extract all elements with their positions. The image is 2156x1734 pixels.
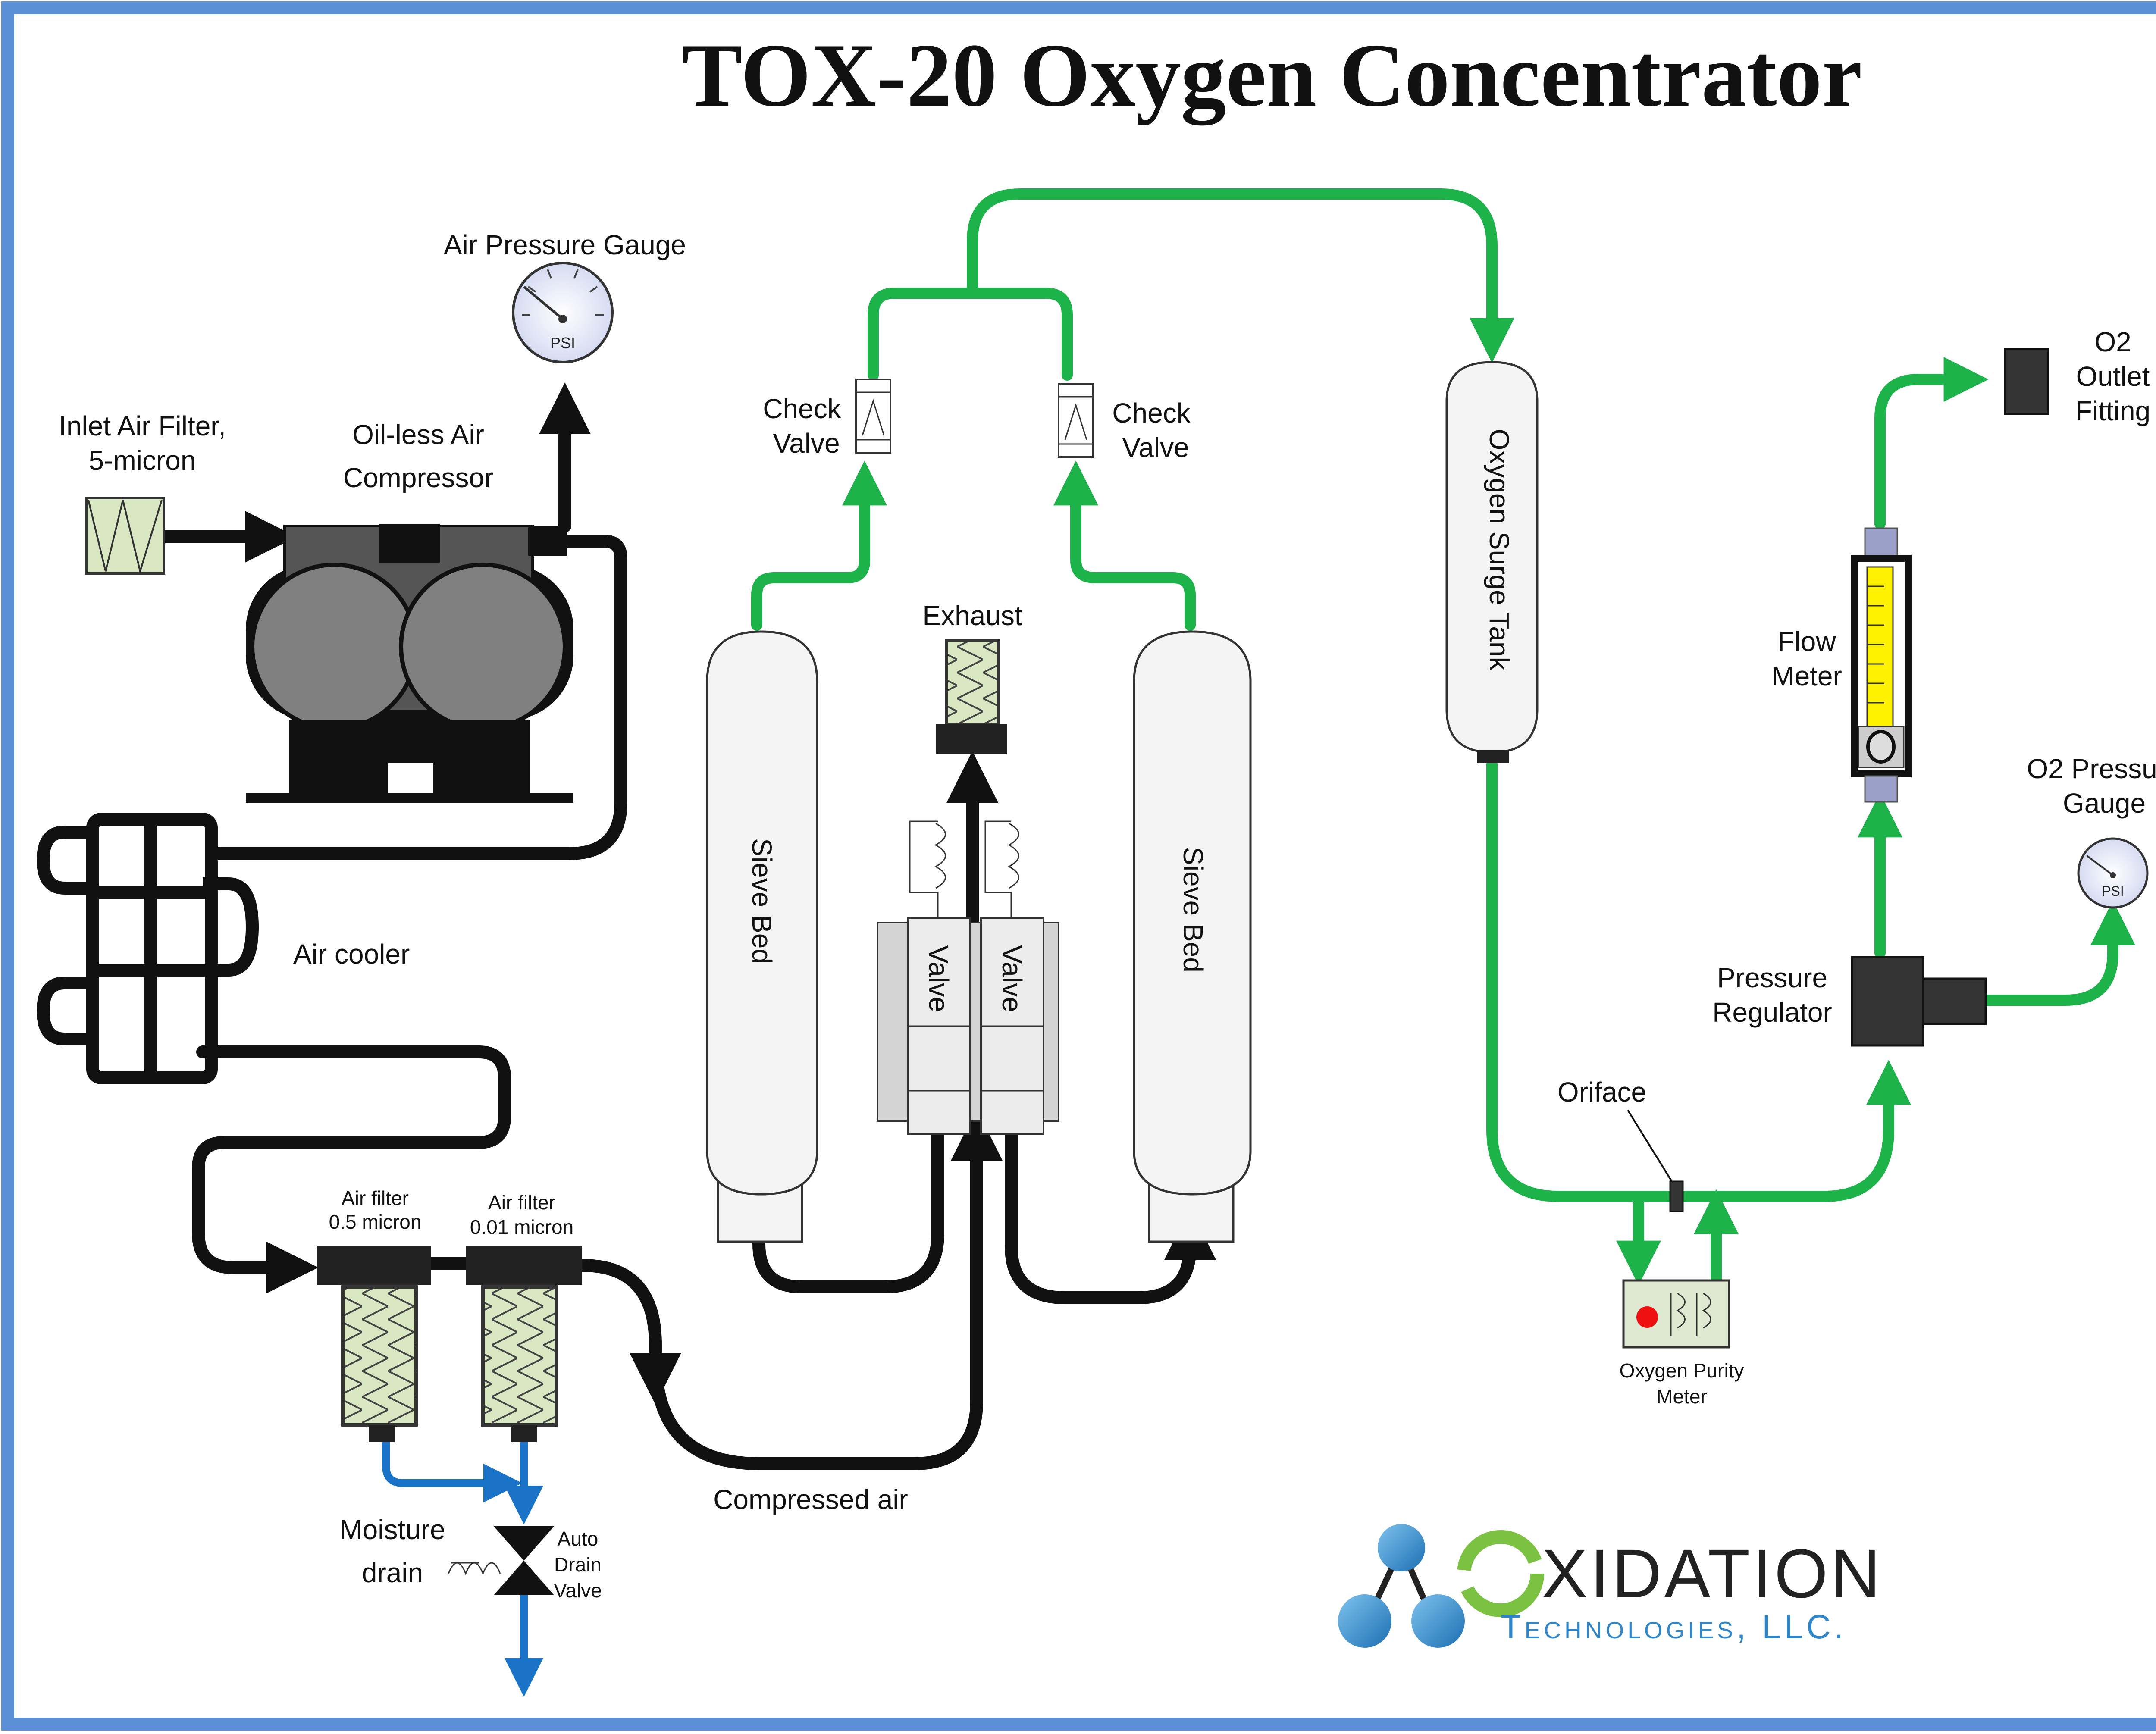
inlet-air-filter (85, 497, 165, 575)
compressed-air-main (649, 1109, 1003, 1470)
sieve-bed-left-label: Sieve Bed (746, 838, 777, 964)
moisture-drain-label-1: Moisture (339, 1514, 445, 1545)
logo-molecule-left (1338, 1594, 1391, 1648)
air-cooler (36, 813, 259, 1084)
valve-block (877, 820, 1059, 1135)
check-valve-left-label-1: Check (763, 393, 841, 424)
auto-drain-valve (448, 1526, 554, 1595)
o2-outlet-label-3: Fitting (2075, 395, 2150, 426)
air-pipes (157, 382, 1216, 1470)
flow-meter (1851, 527, 1912, 803)
air-filter-a-label-2: 0.5 micron (329, 1211, 422, 1233)
purity-meter-label-1: Oxygen Purity (1620, 1359, 1744, 1382)
oxygen-pipes (751, 188, 2135, 1288)
right-bed-to-check (1053, 460, 1196, 631)
air-gauge-needle (523, 285, 564, 320)
air-filter-b-label-1: Air filter (488, 1191, 555, 1214)
logo-molecule-right (1411, 1594, 1465, 1648)
compressor-label-1: Oil-less Air (352, 419, 484, 450)
pressure-regulator (1851, 956, 1987, 1047)
compressed-air-label: Compressed air (713, 1484, 908, 1515)
left-bed-to-check (751, 460, 887, 631)
oriface (1627, 1109, 1684, 1212)
logo-sub: Technologies, LLC. (1501, 1608, 1847, 1646)
check-valve-right-label-2: Valve (1122, 432, 1189, 463)
air-filter-0-01 (466, 1246, 582, 1442)
sieve-bed-left (706, 630, 818, 1243)
oxygen-surge-tank (1445, 361, 1539, 763)
check-valve-left (855, 379, 891, 454)
valve-right-label: Valve (997, 945, 1028, 1012)
air-gauge-face (512, 262, 614, 363)
compressor-to-cooler-pipe (209, 535, 627, 860)
drain-from-filter-a (382, 1436, 522, 1502)
o2-gauge-label-2: Gauge (2063, 788, 2146, 819)
manifold-to-tank (967, 188, 1514, 363)
cooler-to-filter-pipe (192, 1045, 511, 1293)
purity-meter-label-2: Meter (1656, 1385, 1707, 1408)
check-valve-right (1058, 383, 1094, 458)
page-title: TOX-20 Oxygen Concentrator (682, 25, 1862, 125)
o2-pressure-gauge: PSI (2077, 837, 2149, 909)
o2-outlet-label-2: Outlet (2076, 361, 2150, 392)
check-valve-right-label-1: Check (1112, 398, 1191, 429)
auto-drain-label-2: Drain (554, 1553, 602, 1576)
air-filter-0-5 (317, 1246, 431, 1442)
o2-gauge-label-1: O2 Pressure (2027, 753, 2156, 784)
air-filter-a-label-1: Air filter (342, 1187, 409, 1209)
o2-outlet-fitting (2004, 348, 2049, 415)
exhaust-label: Exhaust (922, 600, 1022, 631)
auto-drain-label-3: Valve (554, 1579, 602, 1602)
valve-to-left-bed-pipe (752, 1079, 964, 1293)
moisture-drain-label-2: drain (362, 1557, 423, 1588)
pressure-regulator-label-2: Regulator (1712, 997, 1832, 1028)
tank-to-regulator (1486, 757, 1911, 1202)
inlet-filter-label-1: Inlet Air Filter, (59, 410, 226, 441)
flow-meter-label-1: Flow (1777, 626, 1836, 657)
o2-outlet-label-1: O2 (2094, 326, 2131, 357)
auto-drain-label-1: Auto (558, 1527, 599, 1550)
check-valve-left-label-2: Valve (773, 428, 840, 459)
compressed-air-pipe (576, 1259, 681, 1405)
valve-to-right-bed-pipe (985, 1079, 1216, 1304)
company-logo: XIDATION Technologies, LLC. (1338, 1524, 1883, 1648)
air-cooler-label: Air cooler (293, 939, 410, 970)
regulator-to-o2-gauge (1980, 900, 2135, 1006)
check-to-manifold (868, 288, 1073, 381)
flowmeter-to-outlet (1874, 357, 1989, 529)
air-gauge-psi: PSI (550, 334, 575, 352)
air-pressure-gauge-label: Air Pressure Gauge (444, 229, 686, 260)
surge-tank-label: Oxygen Surge Tank (1484, 429, 1515, 671)
pressure-regulator-label-1: Pressure (1717, 962, 1827, 993)
logo-brand: XIDATION (1542, 1535, 1883, 1612)
exhaust-muffler (936, 639, 1007, 754)
drain-pipes (382, 1436, 543, 1697)
sieve-bed-right-label: Sieve Bed (1178, 847, 1209, 973)
compressor-label-2: Compressor (343, 462, 494, 493)
inlet-filter-label-2: 5-micron (89, 445, 196, 476)
o2-gauge-psi: PSI (2102, 883, 2124, 899)
valve-left-label: Valve (923, 945, 954, 1012)
flow-meter-label-2: Meter (1771, 660, 1842, 692)
oxygen-purity-meter (1622, 1279, 1730, 1349)
logo-molecule-top (1378, 1524, 1425, 1571)
logo-recycle-icon (1457, 1530, 1544, 1617)
sieve-bed-right (1133, 630, 1252, 1243)
air-compressor (246, 524, 573, 803)
air-filter-b-label-2: 0.01 micron (470, 1216, 573, 1238)
oriface-label: Oriface (1557, 1077, 1646, 1108)
air-pressure-gauge: PSI (512, 262, 614, 363)
